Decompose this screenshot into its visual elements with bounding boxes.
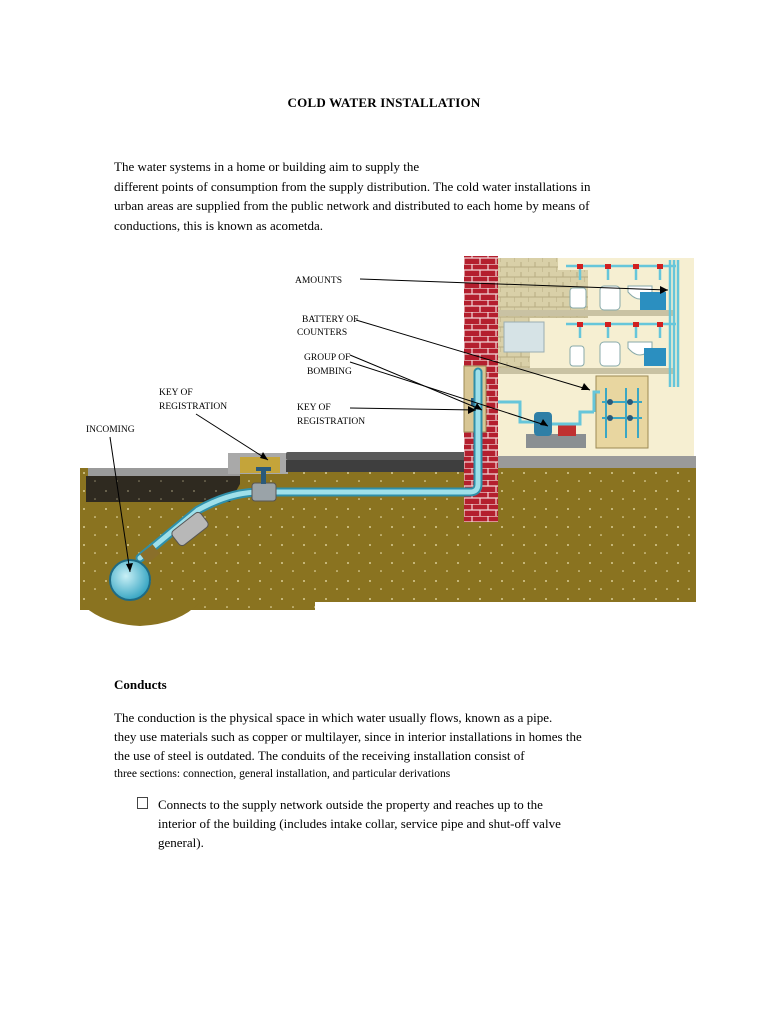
label-key-right-1: KEY OF — [297, 403, 331, 413]
label-battery-2: COUNTERS — [297, 328, 348, 338]
label-group-2: BOMBING — [307, 367, 352, 377]
label-amounts: AMOUNTS — [295, 276, 342, 286]
bullet-line: general). — [158, 835, 204, 850]
bullet-icon — [137, 797, 148, 809]
intro-line: urban areas are supplied from the public… — [114, 198, 590, 213]
installation-illustration — [80, 256, 696, 626]
intro-line: The water systems in a home or building … — [114, 159, 420, 174]
bullet-line: Connects to the supply network outside t… — [158, 797, 543, 812]
intro-line: different points of consumption from the… — [114, 178, 591, 194]
registration-valve — [251, 482, 277, 502]
section-heading: Conducts — [114, 677, 167, 692]
label-key-left-2: REGISTRATION — [159, 402, 228, 412]
body-line: three sections: connection, general inst… — [114, 768, 451, 780]
pump-group — [526, 434, 586, 448]
body-line: they use materials such as copper or mul… — [114, 729, 582, 744]
bullet-line: interior of the building (includes intak… — [158, 816, 561, 831]
intro-paragraph: The water systems in a home or building … — [114, 157, 634, 235]
body-line: The conduction is the physical space in … — [114, 710, 553, 725]
public-main — [109, 559, 151, 601]
intro-line: conductions, this is known as acometda. — [114, 217, 324, 233]
label-group-1: GROUP OF — [304, 353, 351, 363]
installation-diagram: AMOUNTS BATTERY OF COUNTERS GROUP OF BOM… — [80, 252, 700, 632]
bullet-item: Connects to the supply network outside t… — [158, 795, 618, 852]
label-battery-1: BATTERY OF — [302, 315, 359, 325]
label-key-left-1: KEY OF — [159, 388, 193, 398]
meter-battery — [595, 375, 649, 449]
label-key-right-2: REGISTRATION — [297, 417, 366, 427]
conducts-paragraph: The conduction is the physical space in … — [114, 708, 634, 784]
label-incoming: INCOMING — [86, 425, 135, 435]
document-title: COLD WATER INSTALLATION — [287, 95, 481, 110]
body-line: the use of steel is outdated. The condui… — [114, 748, 525, 763]
